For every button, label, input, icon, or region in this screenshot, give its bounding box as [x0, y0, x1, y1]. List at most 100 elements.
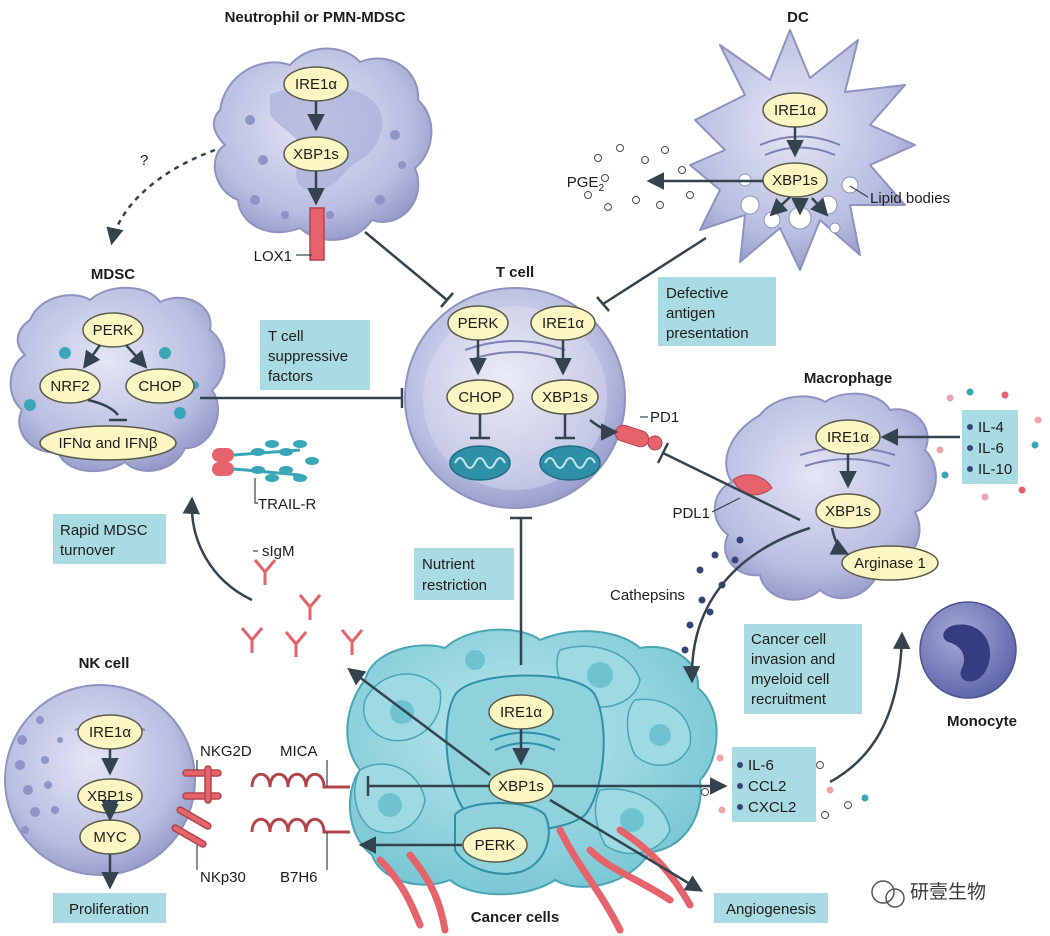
svg-text:CCL2: CCL2	[748, 778, 786, 795]
monocyte-title: Monocyte	[947, 713, 1017, 730]
svg-text:Nutrient: Nutrient	[422, 556, 475, 573]
cancer-cell-nuclei	[378, 650, 671, 832]
dc-cell	[584, 29, 916, 271]
leader-lines	[196, 185, 869, 870]
cancer-cytokine-particles	[701, 754, 869, 819]
nk-granules	[15, 716, 63, 834]
svg-text:myeloid cell: myeloid cell	[751, 671, 829, 688]
mdsc-granules	[24, 347, 199, 419]
mdsc-cell	[9, 286, 319, 482]
svg-text:turnover: turnover	[60, 542, 115, 559]
neutrophil-ire1-label: IRE1α	[295, 76, 337, 93]
mdsc-chop-label: CHOP	[138, 378, 181, 395]
svg-text:IL-6: IL-6	[748, 757, 774, 774]
nk-xbp1s-label: XBP1s	[87, 788, 133, 805]
macrophage-arginase-label: Arginase 1	[854, 555, 926, 572]
svg-text:restriction: restriction	[422, 577, 487, 594]
dc-ire1-label: IRE1α	[774, 102, 816, 119]
lox1-receptor	[309, 207, 325, 261]
mitochondrion-left	[449, 445, 511, 481]
nkcell-title: NK cell	[79, 655, 130, 672]
lox1-label: LOX1	[254, 248, 292, 265]
invasion-box-text: Cancer cell invasion and myeloid cell re…	[751, 631, 835, 708]
trail-r-receptor	[212, 440, 319, 482]
svg-text:研壹生物: 研壹生物	[910, 881, 986, 903]
svg-text:recruitment: recruitment	[751, 691, 827, 708]
macrophage-cytokines-box-text: IL-4 IL-6 IL-10	[967, 419, 1012, 478]
pd1-label: PD1	[650, 409, 679, 426]
neutrophil-granules	[245, 115, 406, 219]
lipid-bodies-label: Lipid bodies	[870, 190, 950, 207]
nutrient-box-text: Nutrient restriction	[422, 556, 487, 594]
svg-text:CXCL2: CXCL2	[748, 799, 796, 816]
cathepsins-label: Cathepsins	[610, 587, 685, 604]
cancer-cytokines-box-text: IL-6 CCL2 CXCL2	[737, 757, 796, 816]
pd1-receptor	[614, 424, 663, 451]
b7h6-ligand	[250, 817, 350, 834]
angiogenesis-label: Angiogenesis	[726, 901, 816, 918]
dc-membrane	[689, 29, 916, 271]
pill-shapes	[39, 66, 939, 863]
nk-myc-label: MYC	[93, 829, 127, 846]
wechat-icon	[871, 880, 895, 904]
watermark: 研壹生物	[871, 880, 986, 908]
svg-text:presentation: presentation	[666, 325, 749, 342]
tcell-chop-label: CHOP	[458, 389, 501, 406]
svg-text:antigen: antigen	[666, 305, 715, 322]
question-mark: ?	[140, 152, 148, 169]
tcell-perk-label: PERK	[458, 315, 499, 332]
neutrophil-xbp1s-label: XBP1s	[293, 146, 339, 163]
cathepsin-particles	[681, 536, 744, 654]
mdsc-nrf2-label: NRF2	[50, 378, 89, 395]
neutrophil-title: Neutrophil or PMN-MDSC	[225, 9, 406, 26]
svg-text:Cancer cell: Cancer cell	[751, 631, 826, 648]
nk-ire1-label: IRE1α	[89, 724, 131, 741]
trail-r-label: TRAIL-R	[258, 496, 317, 513]
pdl1-label: PDL1	[672, 505, 710, 522]
cancer-perk-label: PERK	[475, 837, 516, 854]
tcell-title: T cell	[496, 264, 534, 281]
tcell-ire1-label: IRE1α	[542, 315, 584, 332]
connectors	[82, 101, 960, 892]
sigm-antibodies	[240, 559, 364, 657]
tcell-xbp1s-label: XBP1s	[542, 389, 588, 406]
t-cell	[404, 287, 663, 509]
svg-text:Defective: Defective	[666, 285, 729, 302]
mdsc-perk-label: PERK	[93, 322, 134, 339]
svg-text:IL-4: IL-4	[978, 419, 1004, 436]
defective-box-text: Defective antigen presentation	[666, 285, 749, 342]
rapid-box-text: Rapid MDSC turnover	[60, 522, 148, 559]
svg-text:T cell: T cell	[268, 328, 304, 345]
svg-text:suppressive: suppressive	[268, 348, 348, 365]
cancer-ire1-label: IRE1α	[500, 704, 542, 721]
pge2-label: PGE2	[567, 174, 605, 194]
nkp30-receptor	[171, 806, 212, 848]
svg-text:IL-10: IL-10	[978, 461, 1012, 478]
mdsc-membrane	[9, 286, 226, 473]
monocyte-cell	[919, 601, 1017, 699]
nkg2d-receptor	[182, 765, 222, 804]
dc-xbp1s-label: XBP1s	[772, 172, 818, 189]
mica-label: MICA	[280, 743, 318, 760]
cancer-xbp1s-label: XBP1s	[498, 778, 544, 795]
mdsc-title: MDSC	[91, 266, 135, 283]
proliferation-label: Proliferation	[69, 901, 149, 918]
mdsc-ifn-label: IFNα and IFNβ	[59, 435, 158, 452]
nkg2d-label: NKG2D	[200, 743, 252, 760]
blood-vessels	[376, 826, 694, 934]
mitochondrion-right	[539, 445, 601, 481]
cancer-cell-cluster	[346, 628, 718, 934]
sigm-label: sIgM	[262, 543, 295, 560]
svg-text:factors: factors	[268, 368, 313, 385]
svg-text:IL-6: IL-6	[978, 440, 1004, 457]
macrophage-title: Macrophage	[804, 370, 892, 387]
dc-title: DC	[787, 9, 809, 26]
svg-text:invasion and: invasion and	[751, 651, 835, 668]
b7h6-label: B7H6	[280, 869, 318, 886]
pge2-particles	[584, 144, 694, 211]
macrophage-ire1-label: IRE1α	[827, 429, 869, 446]
macrophage-cytokine-particles	[936, 388, 1042, 501]
macrophage-xbp1s-label: XBP1s	[825, 503, 871, 520]
